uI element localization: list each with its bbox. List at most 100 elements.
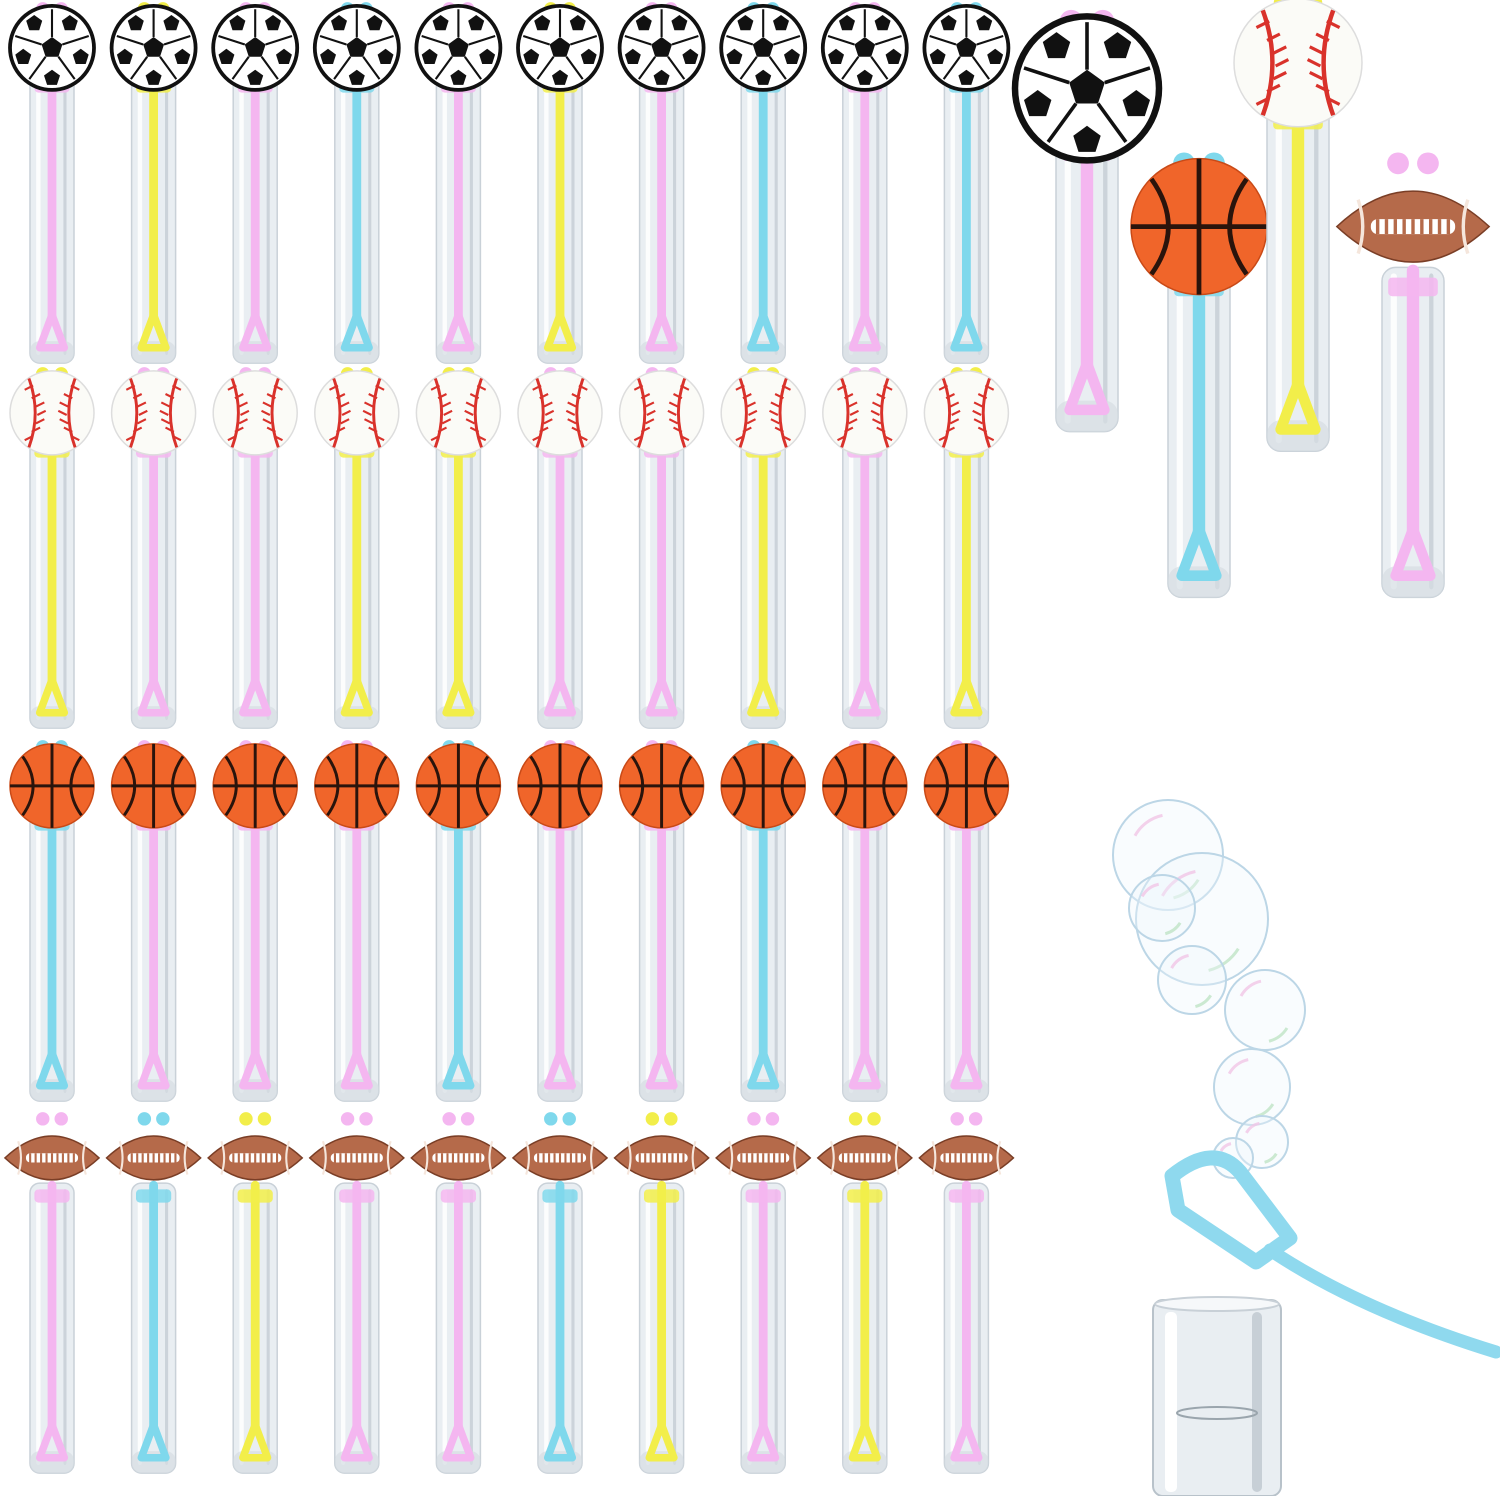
soccer-ball-icon bbox=[1011, 13, 1163, 164]
wand-loop bbox=[543, 310, 577, 352]
basketball-icon bbox=[415, 743, 502, 829]
football-icon bbox=[3, 1135, 101, 1181]
football-icon bbox=[613, 1135, 710, 1181]
wand-loop bbox=[137, 1420, 170, 1462]
soccer-ball-icon bbox=[719, 4, 808, 92]
football-icon bbox=[410, 1135, 507, 1181]
bubble-wand bbox=[3, 1112, 101, 1474]
bubble-wand bbox=[9, 740, 95, 1102]
bubble-wand bbox=[415, 740, 502, 1102]
bubble-wand bbox=[105, 1112, 202, 1474]
basketball-icon bbox=[923, 743, 1010, 829]
wand-loop bbox=[1275, 377, 1321, 435]
bubble-wand bbox=[820, 2, 909, 364]
wand-loop bbox=[950, 1420, 983, 1462]
soccer-ball-icon bbox=[312, 4, 401, 92]
wand-loop bbox=[442, 675, 475, 717]
wand-loop bbox=[35, 675, 69, 717]
bubble-wand bbox=[618, 740, 705, 1102]
bubble-wand bbox=[517, 367, 603, 729]
wand-loop bbox=[848, 310, 881, 352]
baseball-icon bbox=[923, 370, 1010, 456]
bubble-wand bbox=[8, 2, 96, 364]
wand-loop bbox=[35, 1420, 69, 1462]
bubble-wand bbox=[720, 740, 806, 1102]
bubble-wand bbox=[923, 367, 1010, 729]
bubble-wand bbox=[312, 2, 401, 364]
wand-loop bbox=[340, 310, 373, 352]
bubble-wand bbox=[617, 2, 706, 364]
wand-grid bbox=[3, 2, 1015, 1474]
wand-loop bbox=[848, 1048, 881, 1090]
soccer-ball-icon bbox=[8, 4, 96, 92]
bubble-wand bbox=[613, 1112, 710, 1474]
bubble-wand bbox=[511, 1112, 609, 1474]
bubble-wand bbox=[715, 1112, 812, 1474]
bubble-icon bbox=[1224, 969, 1306, 1051]
bubble-wand bbox=[9, 367, 95, 729]
wand-loop bbox=[35, 1048, 69, 1090]
baseball-icon bbox=[314, 370, 400, 456]
basketball-icon bbox=[822, 743, 908, 829]
bubble-wand bbox=[1130, 152, 1268, 599]
bubble-wand bbox=[415, 367, 502, 729]
baseball-icon bbox=[822, 370, 908, 456]
bubble-wand bbox=[308, 1112, 405, 1474]
soccer-ball-icon bbox=[516, 4, 604, 92]
soccer-ball-icon bbox=[922, 4, 1011, 92]
baseball-icon bbox=[517, 370, 603, 456]
bubble-wand bbox=[212, 740, 298, 1102]
basketball-icon bbox=[314, 743, 400, 829]
wand-loop bbox=[543, 675, 577, 717]
wand-loop bbox=[239, 1420, 272, 1462]
wand-loop bbox=[950, 1048, 983, 1090]
bubble-wand bbox=[517, 740, 603, 1102]
baseball-icon bbox=[415, 370, 502, 456]
bubble-wand bbox=[516, 2, 604, 364]
wand-loop bbox=[442, 1048, 475, 1090]
baseball-icon bbox=[110, 370, 197, 456]
basketball-icon bbox=[517, 743, 603, 829]
wand-loop bbox=[747, 675, 780, 717]
bubble-wand bbox=[720, 367, 806, 729]
bubble-wand bbox=[918, 1112, 1015, 1474]
soccer-ball-icon bbox=[820, 4, 909, 92]
wand-loop bbox=[340, 1048, 373, 1090]
wand-loop bbox=[35, 310, 69, 352]
football-icon bbox=[918, 1135, 1015, 1181]
wand-loop bbox=[137, 675, 170, 717]
wand-row bbox=[8, 2, 1011, 364]
football-icon bbox=[1335, 190, 1491, 263]
soccer-ball-icon bbox=[211, 4, 300, 92]
bubble-wand-icon bbox=[1164, 1150, 1500, 1359]
wand-loop bbox=[950, 310, 983, 352]
bubble-wand bbox=[414, 2, 503, 364]
bubble-wand bbox=[923, 740, 1010, 1102]
bubble-wand bbox=[1011, 9, 1163, 433]
bubble-wand bbox=[110, 367, 197, 729]
wand-loop bbox=[137, 310, 170, 352]
featured-wands bbox=[1011, 0, 1491, 599]
wand-loop bbox=[950, 675, 983, 717]
basketball-icon bbox=[9, 743, 95, 829]
wand-row bbox=[9, 367, 1010, 729]
wand-row bbox=[3, 1112, 1015, 1474]
bubble-wand bbox=[207, 1112, 304, 1474]
wand-loop bbox=[340, 675, 373, 717]
baseball-icon bbox=[720, 370, 806, 456]
wand-loop bbox=[137, 1048, 170, 1090]
bubble-wand bbox=[109, 2, 198, 364]
basketball-icon bbox=[212, 743, 298, 829]
wand-loop bbox=[543, 1048, 577, 1090]
wand-loop bbox=[747, 1420, 780, 1462]
bubble-wand bbox=[410, 1112, 507, 1474]
bubble-icon bbox=[1135, 852, 1269, 986]
wand-loop bbox=[645, 675, 678, 717]
bubble-wand bbox=[922, 2, 1011, 364]
baseball-icon bbox=[9, 370, 95, 456]
wand-loop bbox=[442, 1420, 475, 1462]
soccer-ball-icon bbox=[109, 4, 198, 92]
baseball-icon bbox=[618, 370, 705, 456]
baseball-icon bbox=[212, 370, 298, 456]
